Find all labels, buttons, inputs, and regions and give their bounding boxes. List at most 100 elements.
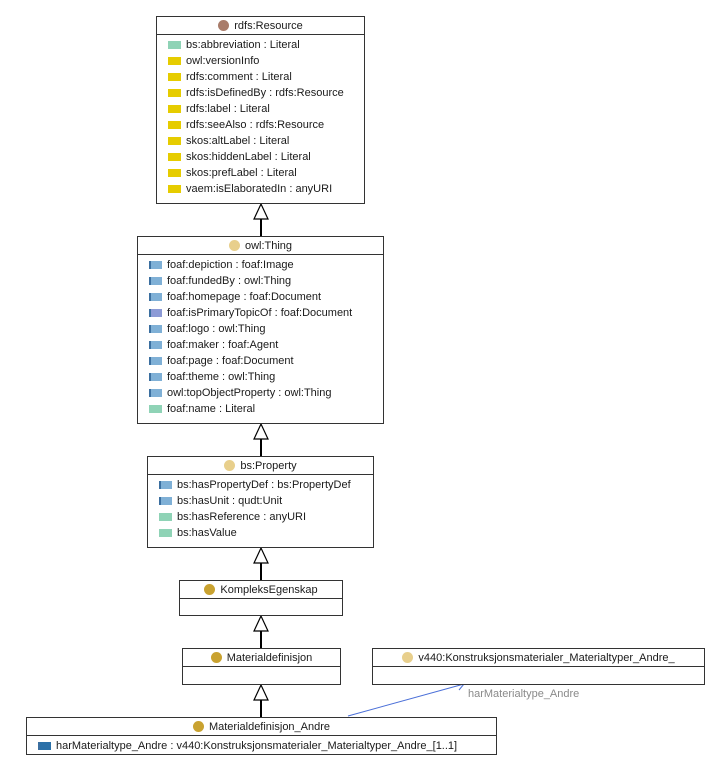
- class-header: v440:Konstruksjonsmaterialer_Materialtyp…: [373, 649, 704, 667]
- class-name: bs:Property: [240, 459, 297, 472]
- attribute-row[interactable]: skos:altLabel : Literal: [157, 133, 364, 149]
- class-resource-icon: [218, 20, 230, 31]
- attribute-row[interactable]: foaf:fundedBy : owl:Thing: [138, 273, 383, 289]
- required-property-icon: [38, 742, 51, 750]
- datatype-property-icon: [159, 529, 172, 537]
- attribute-label: rdfs:seeAlso : rdfs:Resource: [186, 119, 325, 131]
- attribute-label: bs:hasPropertyDef : bs:PropertyDef: [177, 479, 351, 491]
- generalization-bs-property-to-owl-thing: [253, 422, 269, 456]
- class-materialdefinisjon[interactable]: Materialdefinisjon: [182, 648, 341, 685]
- attribute-label: rdfs:comment : Literal: [186, 71, 292, 83]
- class-header: Materialdefinisjon: [183, 649, 340, 667]
- attribute-row[interactable]: bs:hasUnit : qudt:Unit: [148, 493, 373, 509]
- object-property-icon: [149, 389, 162, 397]
- class-header: KompleksEgenskap: [180, 581, 342, 599]
- attribute-row[interactable]: foaf:name : Literal: [138, 401, 383, 417]
- attribute-label: bs:hasUnit : qudt:Unit: [177, 495, 283, 507]
- class-local-icon: [204, 584, 216, 595]
- attribute-label: foaf:page : foaf:Document: [167, 355, 294, 367]
- annotation-property-icon: [168, 57, 181, 65]
- attribute-row[interactable]: foaf:page : foaf:Document: [138, 353, 383, 369]
- attribute-list: bs:abbreviation : Literal owl:versionInfo…: [157, 35, 364, 197]
- attribute-list: [183, 667, 340, 669]
- generalization-materialdefinisjon-andre-to-materialdefinisjon: [253, 683, 269, 717]
- attribute-label: bs:hasReference : anyURI: [177, 511, 307, 523]
- attribute-row[interactable]: foaf:homepage : foaf:Document: [138, 289, 383, 305]
- class-materialdefinisjon-andre[interactable]: Materialdefinisjon_Andre harMaterialtype…: [26, 717, 497, 755]
- attribute-row[interactable]: bs:hasValue: [148, 525, 373, 541]
- attribute-label: rdfs:label : Literal: [186, 103, 270, 115]
- class-local-icon: [192, 721, 204, 732]
- class-name: v440:Konstruksjonsmaterialer_Materialtyp…: [418, 651, 675, 664]
- attribute-row[interactable]: rdfs:isDefinedBy : rdfs:Resource: [157, 85, 364, 101]
- attribute-label: foaf:fundedBy : owl:Thing: [167, 275, 292, 287]
- object-property-icon: [149, 325, 162, 333]
- annotation-property-icon: [168, 137, 181, 145]
- attribute-row[interactable]: skos:hiddenLabel : Literal: [157, 149, 364, 165]
- datatype-property-icon: [168, 41, 181, 49]
- class-bs-property[interactable]: bs:Property bs:hasPropertyDef : bs:Prope…: [147, 456, 374, 548]
- attribute-row[interactable]: rdfs:label : Literal: [157, 101, 364, 117]
- generalization-owl-thing-to-rdfs-resource: [253, 202, 269, 236]
- annotation-property-icon: [168, 153, 181, 161]
- class-name: owl:Thing: [244, 239, 293, 252]
- attribute-label: foaf:depiction : foaf:Image: [167, 259, 294, 271]
- attribute-row[interactable]: bs:hasPropertyDef : bs:PropertyDef: [148, 477, 373, 493]
- class-header: bs:Property: [148, 457, 373, 475]
- association-har-materialtype-andre: [347, 681, 465, 717]
- class-owl-thing[interactable]: owl:Thing foaf:depiction : foaf:Image foa…: [137, 236, 384, 424]
- attribute-row[interactable]: rdfs:seeAlso : rdfs:Resource: [157, 117, 364, 133]
- class-name: KompleksEgenskap: [220, 583, 318, 596]
- attribute-row[interactable]: foaf:depiction : foaf:Image: [138, 257, 383, 273]
- annotation-property-icon: [168, 105, 181, 113]
- attribute-label: foaf:isPrimaryTopicOf : foaf:Document: [167, 307, 353, 319]
- attribute-row[interactable]: rdfs:comment : Literal: [157, 69, 364, 85]
- attribute-list: bs:hasPropertyDef : bs:PropertyDef bs:has…: [148, 475, 373, 541]
- annotation-property-icon: [168, 169, 181, 177]
- class-kompleks-egenskap[interactable]: KompleksEgenskap: [179, 580, 343, 616]
- attribute-list: [180, 599, 342, 601]
- object-property-icon: [149, 293, 162, 301]
- attribute-row[interactable]: owl:versionInfo: [157, 53, 364, 69]
- attribute-row[interactable]: owl:topObjectProperty : owl:Thing: [138, 385, 383, 401]
- attribute-row[interactable]: foaf:logo : owl:Thing: [138, 321, 383, 337]
- attribute-row[interactable]: bs:abbreviation : Literal: [157, 37, 364, 53]
- class-name: Materialdefinisjon_Andre: [208, 720, 331, 733]
- attribute-label: harMaterialtype_Andre : v440:Konstruksjo…: [56, 740, 458, 752]
- annotation-property-icon: [168, 121, 181, 129]
- attribute-row[interactable]: foaf:theme : owl:Thing: [138, 369, 383, 385]
- attribute-row[interactable]: vaem:isElaboratedIn : anyURI: [157, 181, 364, 197]
- attribute-label: owl:versionInfo: [186, 55, 260, 67]
- attribute-row[interactable]: foaf:isPrimaryTopicOf : foaf:Document: [138, 305, 383, 321]
- attribute-label: skos:altLabel : Literal: [186, 135, 290, 147]
- class-v440-materialtyper-andre[interactable]: v440:Konstruksjonsmaterialer_Materialtyp…: [372, 648, 705, 685]
- attribute-row[interactable]: bs:hasReference : anyURI: [148, 509, 373, 525]
- object-property-icon: [159, 481, 172, 489]
- attribute-row[interactable]: skos:prefLabel : Literal: [157, 165, 364, 181]
- attribute-label: bs:abbreviation : Literal: [186, 39, 300, 51]
- attribute-label: bs:hasValue: [177, 527, 237, 539]
- class-external-icon: [402, 652, 414, 663]
- attribute-label: foaf:homepage : foaf:Document: [167, 291, 322, 303]
- attribute-list: harMaterialtype_Andre : v440:Konstruksjo…: [27, 736, 496, 754]
- inverse-object-property-icon: [149, 309, 162, 317]
- attribute-label: foaf:name : Literal: [167, 403, 256, 415]
- attribute-label: foaf:logo : owl:Thing: [167, 323, 266, 335]
- object-property-icon: [149, 357, 162, 365]
- attribute-row[interactable]: harMaterialtype_Andre : v440:Konstruksjo…: [27, 738, 496, 754]
- attribute-label: skos:hiddenLabel : Literal: [186, 151, 311, 163]
- attribute-label: skos:prefLabel : Literal: [186, 167, 297, 179]
- object-property-icon: [149, 277, 162, 285]
- attribute-row[interactable]: foaf:maker : foaf:Agent: [138, 337, 383, 353]
- association-label: harMaterialtype_Andre: [468, 688, 580, 700]
- class-external-icon: [228, 240, 240, 251]
- annotation-property-icon: [168, 73, 181, 81]
- class-external-icon: [224, 460, 236, 471]
- generalization-materialdefinisjon-to-kompleks-egenskap: [253, 614, 269, 648]
- class-header: Materialdefinisjon_Andre: [27, 718, 496, 736]
- attribute-label: foaf:theme : owl:Thing: [167, 371, 276, 383]
- attribute-label: owl:topObjectProperty : owl:Thing: [167, 387, 332, 399]
- attribute-label: vaem:isElaboratedIn : anyURI: [186, 183, 333, 195]
